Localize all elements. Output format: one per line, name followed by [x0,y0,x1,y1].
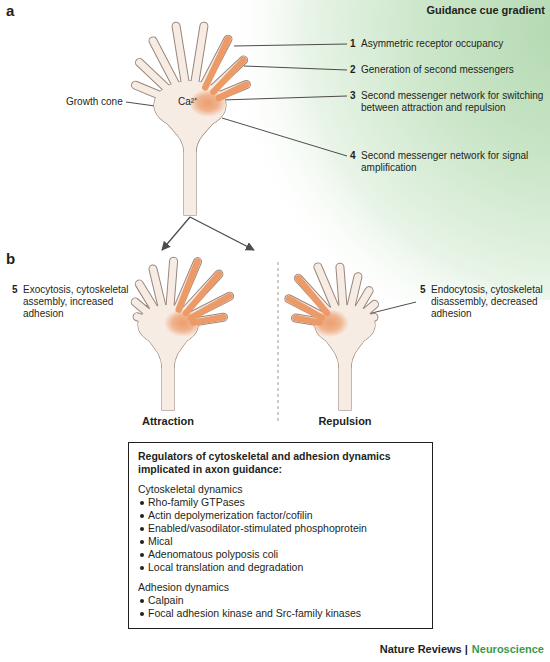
callout-number: 1 [350,38,356,50]
flow-arrow [162,217,190,250]
cone-fill [135,261,229,410]
leader-line [222,96,347,100]
bullet-item: Enabled/vasodilator-stimulated phosphopr… [138,522,423,535]
growth-cone-shape [73,250,263,430]
text-row: Adhesion dynamics [138,581,423,594]
leader-line [222,118,347,156]
bullet-item: Local translation and degradation [138,561,423,574]
callout-text: Generation of second messengers [361,64,547,76]
bullet-dot [140,612,144,616]
bullet-item: Calpain [138,594,423,607]
axon-shaft [184,143,196,215]
axon-shaft [339,359,351,410]
connector-layer [162,217,254,250]
bullet-dot [140,527,144,531]
category-heading: Cytoskeletal dynamics [138,483,242,495]
text-row: Regulators of cytoskeletal and adhesion … [138,450,423,476]
leader-line [126,102,155,106]
growth-cone-shape [250,250,440,430]
growth-cone: Ca²⁺ [125,14,255,217]
bullet-dot [140,566,144,570]
regulator-box: Regulators of cytoskeletal and adhesion … [128,442,433,629]
cone-outline [289,267,375,410]
bullet-item: Focal adhesion kinase and Src-family kin… [138,607,423,620]
bullet-item: Mical [138,535,423,548]
panel-label: b [6,250,15,268]
journal-credit: Nature Reviews | Neuroscience [380,642,544,656]
axon-shaft [162,359,174,410]
callout-number: 5 [12,284,18,296]
bullet-dot [140,599,144,603]
box-heading: Regulators of cytoskeletal and adhesion … [138,450,391,475]
outcome-label: Attraction [73,414,263,428]
journal-name: Neuroscience [472,643,544,655]
regulator-name: Enabled/vasodilator-stimulated phosphopr… [148,522,367,534]
regulator-name: Adenomatous polyposis coli [148,548,278,560]
regulator-name: Local translation and degradation [148,561,303,573]
panel-divider [278,262,279,422]
cue-gradient [0,0,550,300]
leader-line [244,66,347,70]
bullet-dot [140,553,144,557]
signal-hotspot [164,309,202,337]
cone-outline [135,261,229,410]
callout-number: 5 [420,284,426,296]
category-heading: Adhesion dynamics [138,581,229,593]
callout-text: Second messenger network for signal ampl… [361,150,547,174]
bullet-item: Adenomatous polyposis coli [138,548,423,561]
text-row: Cytoskeletal dynamics [138,483,423,496]
cone-fill [289,267,375,410]
callout-text: Exocytosis, cytoskeletal assembly, incre… [23,284,131,320]
axon-shaft [184,143,196,215]
callout-text: Asymmetric receptor occupancy [361,38,547,50]
bullet-item: Actin depolymerization factor/cofilin [138,509,423,522]
structure-label: Growth cone [66,96,123,108]
flow-arrow [190,217,254,250]
cone-fill [135,26,246,215]
signal-hotspot [311,309,349,337]
callout-number: 2 [350,64,356,76]
bullet-dot [140,501,144,505]
regulator-name: Mical [148,535,173,547]
callout-number: 4 [350,150,356,162]
growth-cone-shape [125,14,255,217]
regulator-name: Focal adhesion kinase and Src-family kin… [148,607,361,619]
callout-text: Endocytosis, cytoskeletal disassembly, d… [431,284,546,320]
regulator-name: Rho-family GTPases [148,496,245,508]
journal-name: Nature Reviews | [380,643,468,655]
bullet-item: Rho-family GTPases [138,496,423,509]
callout-number: 3 [350,90,356,102]
axon-shaft [339,359,351,410]
axon-shaft [162,359,174,410]
gradient-label: Guidance cue gradient [380,4,545,17]
active-filopodium [298,278,327,313]
regulator-name: Actin depolymerization factor/cofilin [148,509,313,521]
leader-line [234,44,347,46]
repelled-growth-cone: Repulsion [250,250,440,430]
ion-label: Ca²⁺ [178,96,197,108]
panel-label: a [6,2,14,20]
cone-outline [135,26,246,215]
bullet-dot [140,540,144,544]
outcome-label: Repulsion [250,414,440,428]
regulator-name: Calpain [148,594,184,606]
callout-text: Second messenger network for switching b… [361,90,547,114]
bullet-dot [140,514,144,518]
attracting-growth-cone: Attraction [73,250,263,430]
